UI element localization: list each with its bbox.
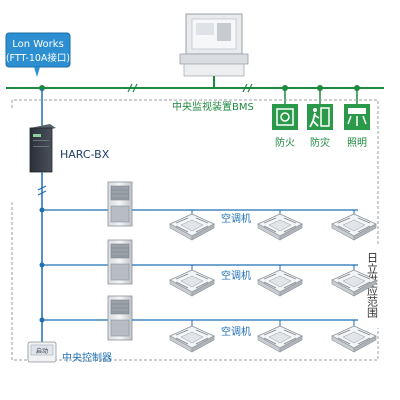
indoor-cassette-unit [257,269,303,297]
icon-label-fire: 防火 [275,136,295,149]
indoor-cassette-unit [257,213,303,241]
hitachi-scope-boundary [11,99,379,361]
harc-bx-unit [29,124,56,173]
ac-row-2: 空调机 [107,239,377,297]
central-controller-label: 中央控制器 [62,351,112,364]
ac-row-1: 空调机 [107,181,377,241]
lonworks-label-line1: Lon Works [12,39,64,50]
outdoor-unit-1 [107,181,133,227]
emergency-exit-icon [307,104,333,130]
indoor-cassette-unit [169,325,215,353]
outdoor-unit-3 [107,295,133,341]
lonworks-label-line2: (FTT-10A接口) [6,52,70,64]
indoor-cassette-unit [331,325,377,353]
fire-hose-icon [272,104,298,130]
central-controller-device: 启动 [27,341,57,363]
ac-row-3: 空调机 [107,295,377,353]
indoor-cassette-unit [257,325,303,353]
icon-label-lighting: 照明 [347,137,367,149]
bms-label: 中央监视装置BMS [172,100,254,113]
indoor-cassette-unit [331,213,377,241]
bms-bus-line [6,83,384,104]
harc-bx-label: HARC-BX [60,148,110,161]
indoor-cassette-unit [169,269,215,297]
icon-label-disaster: 防灾 [310,136,330,149]
ac-label-2: 空调机 [221,269,251,282]
outdoor-unit-2 [107,239,133,285]
bms-computer [179,13,249,88]
lonworks-interface-box: Lon Works (FTT-10A接口) [5,32,71,77]
lighting-icon [344,104,370,130]
ac-label-3: 空调机 [221,325,251,338]
central-controller-screen-text: 启动 [36,347,48,355]
control-line [37,172,108,342]
indoor-cassette-unit [169,213,215,241]
ac-label-1: 空调机 [221,212,251,225]
